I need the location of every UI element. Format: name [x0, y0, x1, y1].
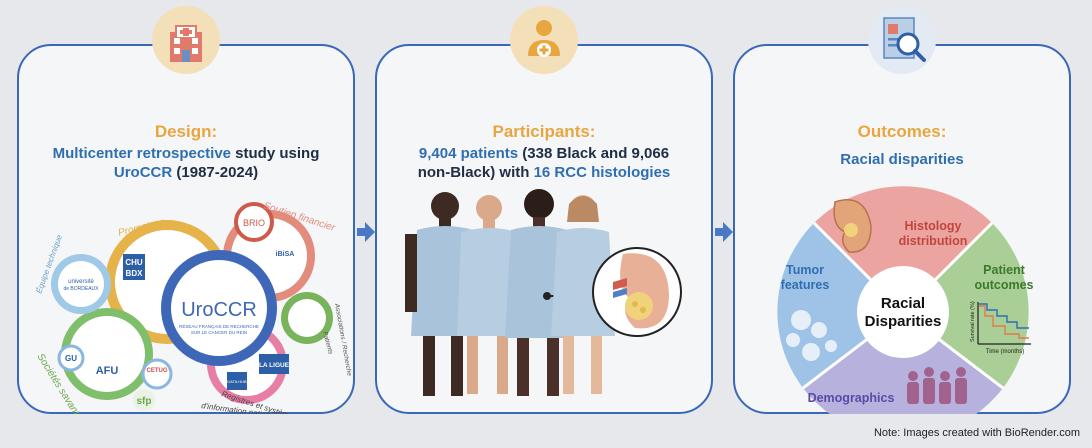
- uroccr-logo-text: UroCCR: [181, 299, 257, 321]
- hospital-icon: [170, 25, 202, 62]
- ibisa-logo: iBiSA: [276, 251, 295, 258]
- univ2-label: de BORDEAUX: [63, 286, 99, 292]
- universite-logo: université de BORDEAUX: [63, 279, 99, 292]
- biorender-note: Note: Images created with BioRender.com: [873, 427, 1080, 439]
- report-magnifier-icon: [883, 17, 926, 62]
- la-ligue-logo: LA LIGUE: [259, 354, 290, 374]
- gear-societes: [61, 308, 153, 400]
- outcomes-subtitle: Racial disparities: [840, 151, 964, 168]
- histologies-count: 16 RCC histologies: [533, 164, 671, 181]
- outcomes-title: Outcomes:: [857, 122, 947, 141]
- associations-label: Associations / Recherche: [333, 302, 353, 377]
- kidney-histology-icon: [833, 199, 872, 253]
- patients-label: Patients: [321, 331, 334, 356]
- sfp-logo: sfp: [133, 389, 155, 411]
- gear-associations: [281, 292, 333, 344]
- participants-line1: 9,404 patients (338 Black and 9,066: [377, 144, 711, 163]
- gears-illustration: BRIO UroCCR RÉSEAU FRANÇAIS DE RECHERCHE…: [34, 200, 353, 414]
- km-curve-icon: Survival rate (%) Time (months): [970, 301, 1031, 355]
- tumor-cells-icon: [786, 310, 837, 361]
- participants-panel: Participants: 9,404 patients (338 Black …: [375, 44, 713, 414]
- design-title: Design:: [154, 122, 218, 141]
- arrow-right-icon: [715, 222, 733, 242]
- center-label-2: Disparities: [865, 313, 942, 330]
- participants-line2: non-Black) with 16 RCC histologies: [377, 163, 711, 182]
- demographics-label: Demographics: [808, 391, 895, 405]
- participant-badge: [510, 6, 578, 74]
- data-hub-label: DATA HUB: [227, 379, 247, 384]
- segment-patient-outcomes: [903, 223, 1029, 388]
- histology-label-1: Histology: [905, 219, 962, 233]
- outcomes-panel: Outcomes: Racial disparities Histology d…: [733, 44, 1071, 414]
- person-plus-icon: [528, 20, 560, 57]
- sfp-label: sfp: [137, 396, 152, 407]
- patient-outcomes-label-1: Patient: [983, 263, 1026, 277]
- design-line1: Multicenter retrospective study using: [19, 144, 353, 163]
- uroccr-sub1: RÉSEAU FRANÇAIS DE RECHERCHE: [179, 323, 259, 329]
- afu-label: AFU: [96, 365, 119, 377]
- segment-demographics: [803, 312, 1003, 414]
- design-line2-rest: (1987-2024): [172, 164, 259, 181]
- center-circle: [857, 266, 949, 358]
- gear-brio: BRIO: [234, 202, 274, 242]
- chu-label: CHU: [125, 258, 143, 267]
- brio-logo-label: BRIO: [243, 218, 265, 228]
- design-line1-rest: study using: [231, 145, 320, 162]
- hospital-badge: [152, 6, 220, 74]
- patient-count: 9,404 patients: [418, 145, 519, 162]
- gu-logo: GU: [57, 344, 85, 372]
- histology-label-2: distribution: [899, 234, 968, 248]
- black-label: Black: [556, 145, 597, 162]
- design-line1-bold: Multicenter retrospective: [52, 145, 232, 162]
- tumor-label-2: features: [781, 278, 830, 292]
- design-panel: Design: Multicenter retrospective study …: [17, 44, 355, 414]
- kidney-inset: [592, 247, 682, 337]
- data-hub-logo: DATA HUB: [227, 372, 247, 390]
- patient-figure-2: [457, 195, 523, 394]
- participants-title: Participants:: [492, 122, 596, 141]
- with-label: ) with: [490, 164, 534, 181]
- ligue-label: LA LIGUE: [259, 362, 290, 369]
- disparities-wheel: Histology distribution Tumor features Pa…: [777, 186, 1034, 414]
- gear-uroccr: UroCCR RÉSEAU FRANÇAIS DE RECHERCHE SUR …: [161, 250, 277, 366]
- uroccr-sub2: SUR LE CANCER DU REIN: [191, 330, 247, 335]
- bdx-label: BDX: [126, 269, 144, 278]
- chu-bdx-logo: CHU BDX: [123, 254, 145, 280]
- patient-outcomes-label-2: outcomes: [974, 278, 1033, 292]
- tumor-label-1: Tumor: [786, 263, 824, 277]
- design-line2: UroCCR (1987-2024): [19, 163, 353, 182]
- univ-label: université: [68, 279, 94, 285]
- afu-logo: AFU: [96, 365, 119, 377]
- arrow-right-icon: [357, 222, 375, 242]
- paren-open: (338: [518, 145, 557, 162]
- cetug-label: CETUG: [147, 368, 168, 374]
- center-label-1: Racial: [881, 295, 925, 312]
- and-count: and 9,066: [596, 145, 670, 162]
- report-badge: [868, 6, 936, 74]
- patients-illustration: [405, 189, 682, 396]
- ibisa-label: iBiSA: [276, 251, 295, 258]
- gear-equipe: [51, 254, 111, 314]
- cetug-logo: CETUG: [141, 358, 173, 390]
- gu-label: GU: [65, 354, 77, 363]
- km-xlabel: Time (months): [986, 349, 1024, 355]
- design-line2-bold: UroCCR: [113, 164, 173, 181]
- nonblack-label: non-Black: [417, 164, 491, 181]
- km-ylabel: Survival rate (%): [970, 301, 976, 342]
- people-group-icon: [907, 367, 967, 404]
